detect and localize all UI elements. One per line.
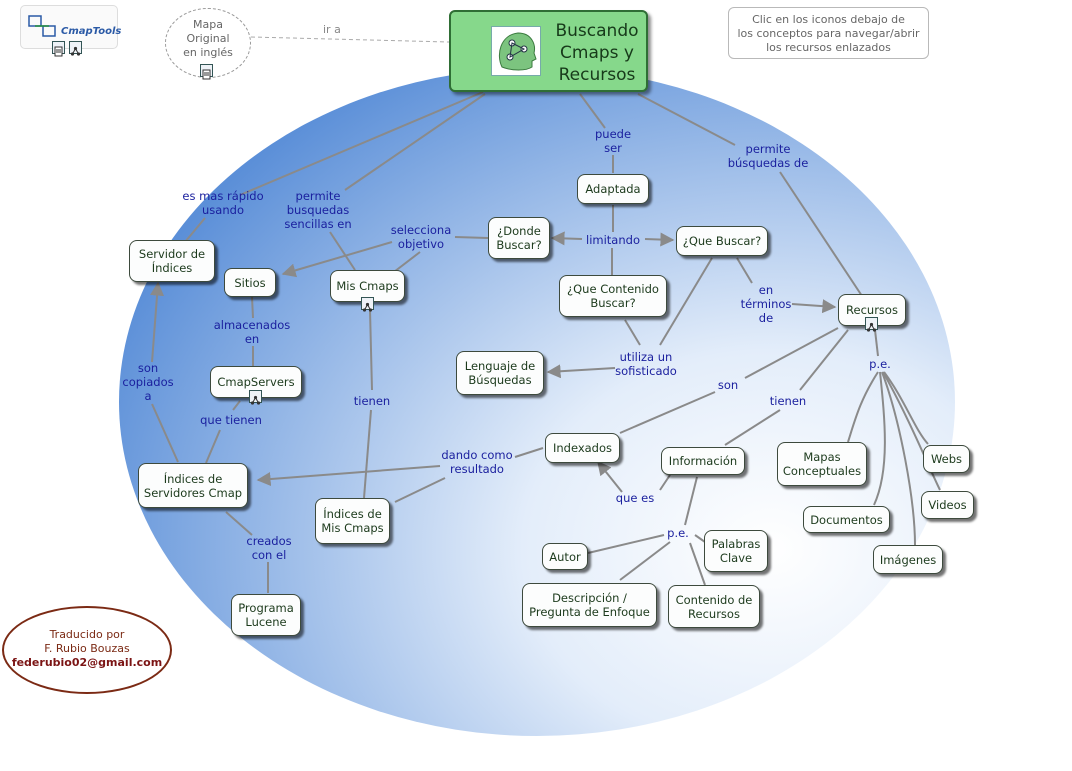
translation-credit: Traducido por F. Rubio Bouzas federubio0… (2, 606, 172, 694)
cmapservers-link-icon[interactable] (249, 390, 262, 405)
link-tienen-mis-cmaps: tienen (353, 394, 391, 408)
concept-mapas-conceptuales[interactable]: Mapas Conceptuales (777, 442, 867, 486)
link-que-tienen: que tienen (200, 413, 262, 427)
link-pe-recursos: p.e. (869, 357, 891, 371)
concept-contenido-recursos[interactable]: Contenido de Recursos (668, 585, 760, 628)
recursos-link-icon[interactable] (865, 317, 878, 332)
link-almacenados-en: almacenados en (213, 318, 291, 346)
link-creados-con-el: creados con el (246, 534, 292, 562)
link-son-copiados-a: son copiados a (122, 361, 174, 403)
credit-line-1: Traducido por (49, 628, 125, 641)
link-puede-ser: puede ser (594, 127, 632, 155)
link-pe-informacion: p.e. (667, 526, 689, 540)
concept-indexados[interactable]: Indexados (545, 433, 620, 463)
cmap-logo-icon (28, 15, 56, 37)
link-que-es: que es (615, 491, 655, 505)
concept-lenguaje-busquedas[interactable]: Lenguaje de Búsquedas (456, 351, 544, 395)
title-concept[interactable]: Buscando Cmaps y Recursos (449, 10, 648, 92)
title-text: Buscando Cmaps y Recursos (555, 21, 639, 85)
original-map-document-icon[interactable] (200, 64, 213, 80)
concept-mis-cmaps[interactable]: Mis Cmaps (330, 270, 405, 302)
mis-cmaps-link-icon[interactable] (361, 297, 374, 312)
concept-programa-lucene[interactable]: Programa Lucene (231, 594, 301, 636)
concept-sitios[interactable]: Sitios (224, 268, 276, 297)
concept-que-buscar[interactable]: ¿Que Buscar? (676, 226, 768, 256)
concept-palabras-clave[interactable]: Palabras Clave (704, 530, 768, 572)
link-utiliza-sofisticado: utiliza un sofisticado (615, 350, 677, 378)
concept-indices-mis-cmaps[interactable]: Índices de Mis Cmaps (315, 498, 390, 544)
concept-indices-servidores[interactable]: Índices de Servidores Cmap (138, 463, 248, 508)
cmap-link-icon[interactable] (69, 41, 82, 56)
credit-email[interactable]: federubio02@gmail.com (11, 656, 163, 669)
concept-servidor-indices[interactable]: Servidor de Índices (129, 240, 215, 282)
link-permite-busquedas-sencillas: permite busquedas sencillas en (284, 189, 352, 231)
link-tienen-recursos: tienen (769, 394, 807, 408)
link-permite-busquedas-de: permite búsquedas de (727, 142, 809, 170)
link-en-terminos-de: en términos de (740, 283, 792, 325)
concept-documentos[interactable]: Documentos (803, 506, 890, 533)
concept-adaptada[interactable]: Adaptada (577, 174, 649, 204)
link-es-mas-rapido: es mas rápido usando (182, 189, 264, 217)
logo-text: CmapTools (61, 26, 122, 37)
instructions-note: Clic en los iconos debajo de los concept… (728, 7, 929, 59)
concept-imagenes[interactable]: Imágenes (873, 545, 943, 574)
concept-videos[interactable]: Videos (921, 491, 974, 519)
concept-informacion[interactable]: Información (661, 447, 745, 475)
link-selecciona-objetivo: selecciona objetivo (390, 223, 452, 251)
concept-autor[interactable]: Autor (542, 543, 588, 570)
ir-a-link-label: ir a (323, 23, 341, 36)
concept-que-contenido[interactable]: ¿Que Contenido Buscar? (559, 275, 667, 317)
link-son: son (717, 378, 739, 392)
document-icon[interactable] (52, 41, 65, 57)
link-dando-como-resultado: dando como resultado (441, 448, 513, 476)
concept-webs[interactable]: Webs (923, 445, 970, 473)
concept-descripcion[interactable]: Descripción / Pregunta de Enfoque (522, 583, 657, 627)
cmap-head-icon (491, 26, 541, 76)
concept-donde-buscar[interactable]: ¿Donde Buscar? (488, 217, 550, 259)
credit-line-2: F. Rubio Bouzas (44, 642, 130, 655)
link-limitando: limitando (586, 233, 640, 247)
